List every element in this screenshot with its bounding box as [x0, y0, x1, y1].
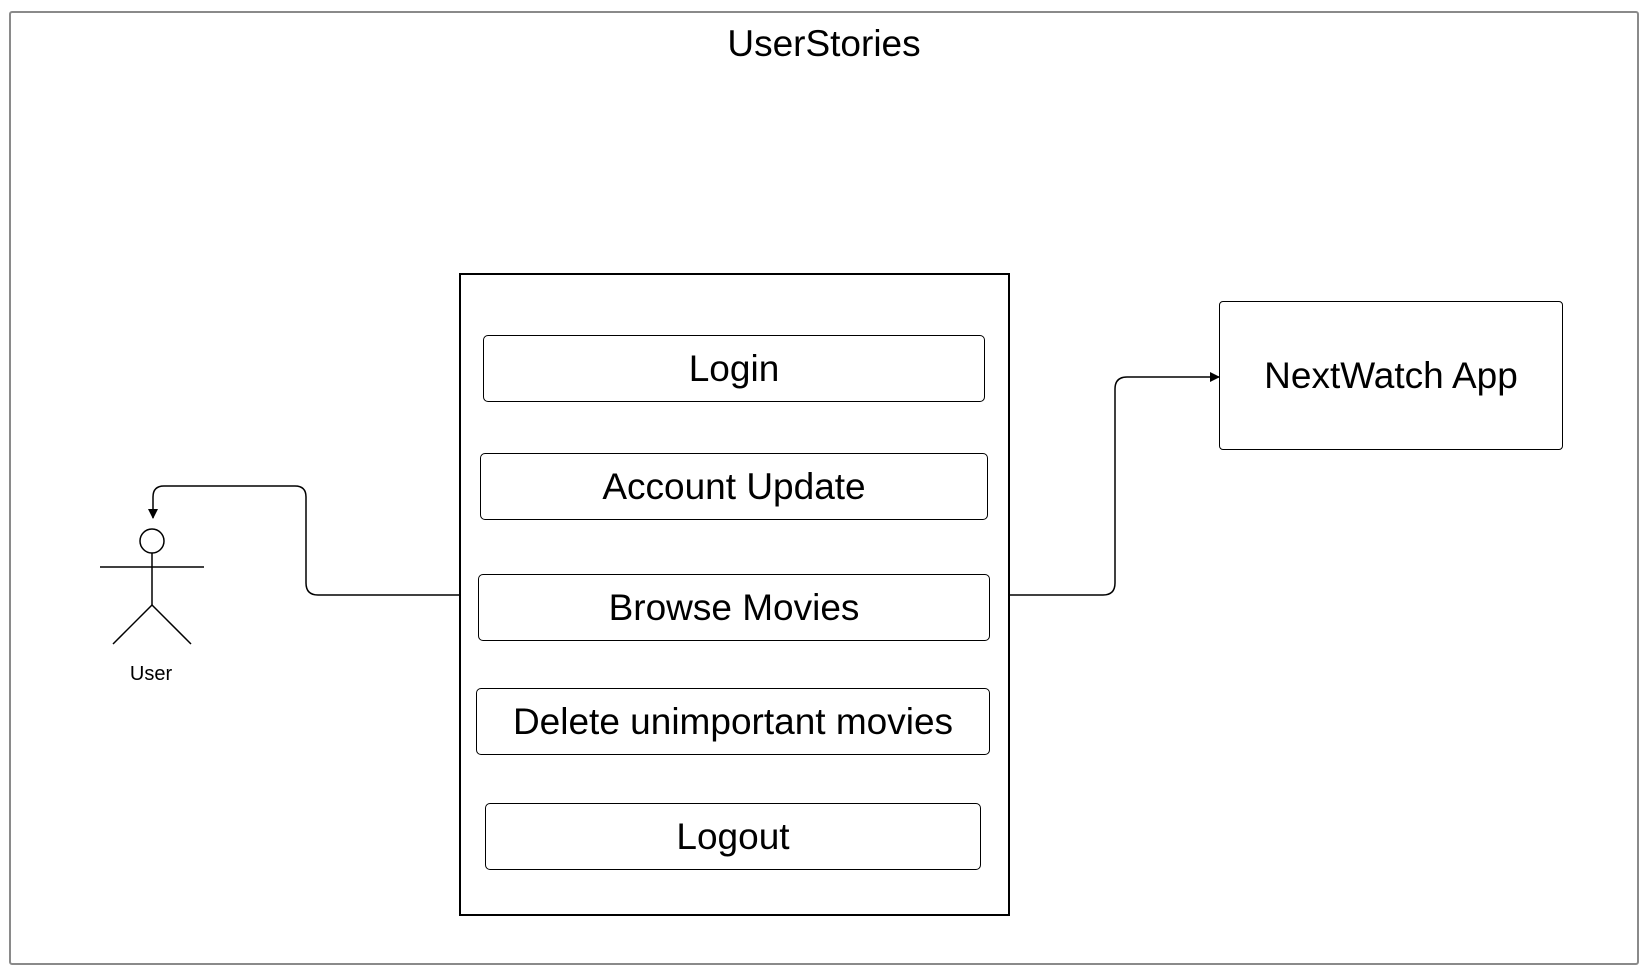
connector-to-user: [148, 485, 459, 596]
diagram-title: UserStories: [727, 23, 921, 64]
nextwatch-app-box[interactable]: NextWatch App: [1219, 301, 1563, 450]
story-logout[interactable]: Logout: [485, 803, 981, 870]
actor-left-leg: [112, 604, 153, 645]
connector-to-app: [1010, 372, 1220, 596]
actor-head: [139, 528, 165, 554]
actor-label: User: [129, 663, 173, 685]
actor-right-leg: [151, 604, 192, 645]
actor-stick-figure-icon[interactable]: [100, 528, 204, 645]
story-browse-movies[interactable]: Browse Movies: [478, 574, 990, 641]
story-delete-unimportant-movies[interactable]: Delete unimportant movies: [476, 688, 990, 755]
story-login[interactable]: Login: [483, 335, 985, 402]
story-account-update[interactable]: Account Update: [480, 453, 988, 520]
